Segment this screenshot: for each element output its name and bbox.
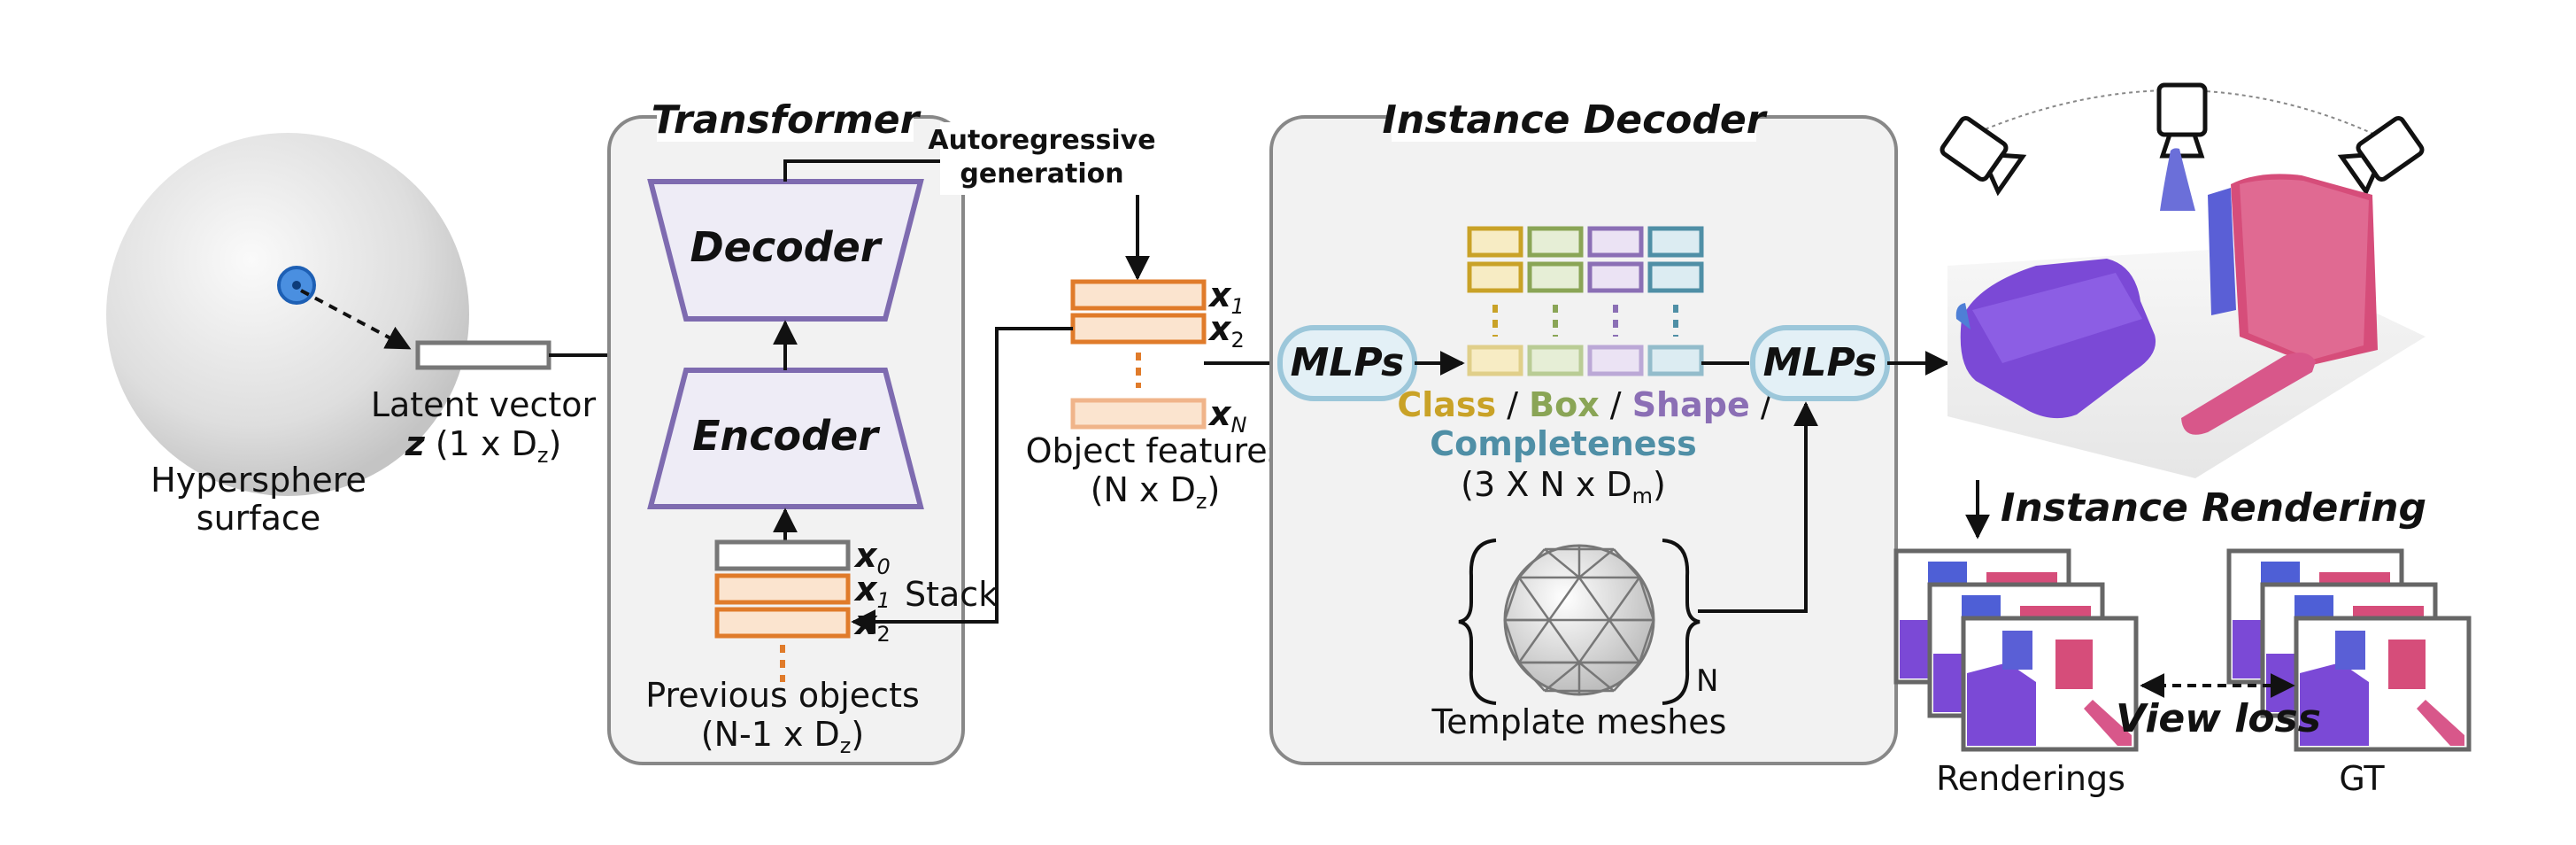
stack-label: Stack [905,575,998,614]
gt-stack: GT [2226,548,2472,798]
renderings-stack: Renderings [1893,548,2139,798]
hypersphere-label-1: Hypersphere [150,461,366,500]
token-x0-label: x0 [853,536,891,579]
latent-vector-box [415,340,551,370]
transformer-panel: Transformer Decoder Encoder x0 x1 x2 Sta… [607,96,998,765]
rendering-frame [1961,616,2139,752]
instance-decoder-title: Instance Decoder [1383,97,1768,143]
view-loss-label: View loss [2116,696,2321,741]
decoder-label: Decoder [690,223,883,271]
hypersphere-label-2: surface [197,499,320,538]
feature-x2-label: x2 [1207,309,1245,353]
head-box [1527,226,1584,376]
feature-x1-label: x1 [1207,275,1245,319]
object-features-dims: (N x Dz) [1091,470,1221,514]
instance-decoder-panel: Instance Decoder MLPs [1269,96,1898,765]
hypersphere-ball [106,133,469,496]
template-meshes-label: Template meshes [1431,702,1727,741]
camera-arc [1971,89,2391,143]
camera-icon [2337,115,2425,197]
token-x1-label: x1 [853,570,891,613]
latent-dims: z (1 x Dz) [405,424,562,468]
right-brace [1662,539,1701,705]
gt-label: GT [2339,759,2385,798]
decoder-block [647,179,924,322]
autoregressive-label-1: Autoregressive [928,125,1155,156]
token-x1-box [714,573,851,605]
mlp-left-label: MLPs [1291,340,1405,385]
latent-label: Latent vector [371,385,597,424]
prev-objects-label: Previous objects [645,676,920,715]
camera-icon [2156,82,2208,159]
left-brace [1458,539,1497,705]
hypersphere: Hypersphere surface [106,133,469,538]
scene-cone [2160,148,2195,211]
head-shape [1587,226,1644,376]
autoregressive-label-2: generation [960,159,1123,190]
sample-arrow [300,289,412,350]
feature-x1-box [1070,279,1207,311]
scene-panel-blue [2208,188,2236,315]
feature-x2-box [1070,313,1207,345]
renderings-label: Renderings [1936,759,2125,798]
transformer-title: Transformer [652,97,922,143]
instance-rendering: Instance Rendering Rende [1893,480,2472,798]
scene-render [1940,82,2426,478]
encoder-block [647,368,924,509]
camera-icon [1940,115,2027,197]
feature-xn-label: xN [1207,394,1247,438]
autoregressive-path: Autoregressive generation [783,122,1156,281]
head-completeness [1647,226,1704,376]
object-features: x1 x2 xN Object features (N x Dz) [851,275,1285,634]
completeness-label: Completeness [1430,424,1697,463]
instance-rendering-title: Instance Rendering [2001,485,2426,531]
token-x0-box [714,539,851,571]
feature-xn-box [1070,398,1207,430]
head-class [1467,226,1523,376]
template-n-label: N [1696,663,1718,699]
mesh-to-mlp-arrow [1698,401,1818,613]
mlp-right-label: MLPs [1763,340,1878,385]
scene-bench [2181,353,2316,435]
stack-feedback-line [851,327,1073,634]
token-x2-box [714,607,851,639]
heads-label: Class / Box / Shape / [1397,385,1771,424]
encoder-label: Encoder [692,412,881,460]
prev-objects-dims: (N-1 x Dz) [701,715,864,758]
heads-dims: (3 X N x Dm) [1461,465,1666,508]
gt-frame [2294,616,2472,752]
template-mesh-sphere [1503,544,1655,696]
object-features-label: Object features [1026,431,1285,470]
